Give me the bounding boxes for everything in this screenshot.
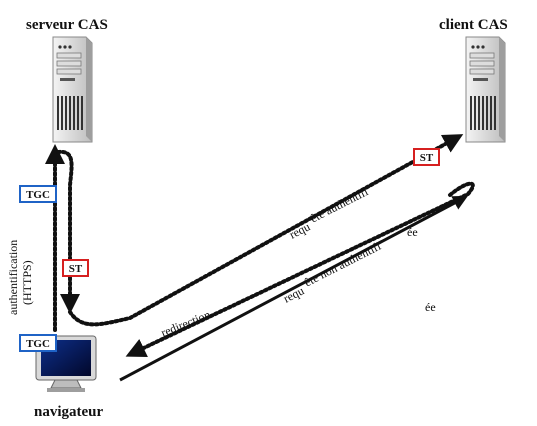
authenticated-request-suffix: ée	[407, 225, 418, 239]
svg-text:ête non authentifi: ête non authentifi	[302, 239, 384, 290]
authenticated-request-label: requ ête authentifi	[287, 184, 371, 242]
non-authenticated-request-suffix: ée	[425, 300, 436, 314]
svg-text:requ: requ	[287, 220, 312, 242]
svg-text:(HTTPS): (HTTPS)	[20, 260, 34, 305]
svg-text:authentification: authentification	[6, 240, 20, 315]
st-tag-right: ST	[413, 148, 440, 166]
server-tower-icon	[465, 36, 506, 143]
browser-title: navigateur	[34, 404, 104, 420]
non-authenticated-request-arrow	[119, 195, 468, 382]
svg-text:ST: ST	[420, 152, 434, 164]
tgc-tag-bottom: TGC	[19, 334, 57, 352]
svg-text:ST: ST	[69, 263, 83, 275]
tgc-tag-top: TGC	[19, 185, 57, 203]
server-to-browser-arrow	[56, 149, 80, 314]
svg-text:requ: requ	[281, 284, 306, 306]
svg-text:TGC: TGC	[26, 338, 50, 350]
st-tag-left: ST	[62, 259, 89, 277]
server-title: serveur CAS	[26, 17, 108, 33]
non-authenticated-request-label: requ ête non authentifi	[281, 239, 384, 306]
authenticated-request-arrow	[68, 134, 464, 327]
auth-label: authentification (HTTPS)	[6, 240, 34, 315]
svg-text:ête authentifi: ête authentifi	[308, 184, 371, 225]
client-title: client CAS	[439, 17, 508, 33]
server-tower-icon	[52, 36, 93, 143]
svg-text:TGC: TGC	[26, 189, 50, 201]
redirection-arrow	[125, 181, 475, 358]
